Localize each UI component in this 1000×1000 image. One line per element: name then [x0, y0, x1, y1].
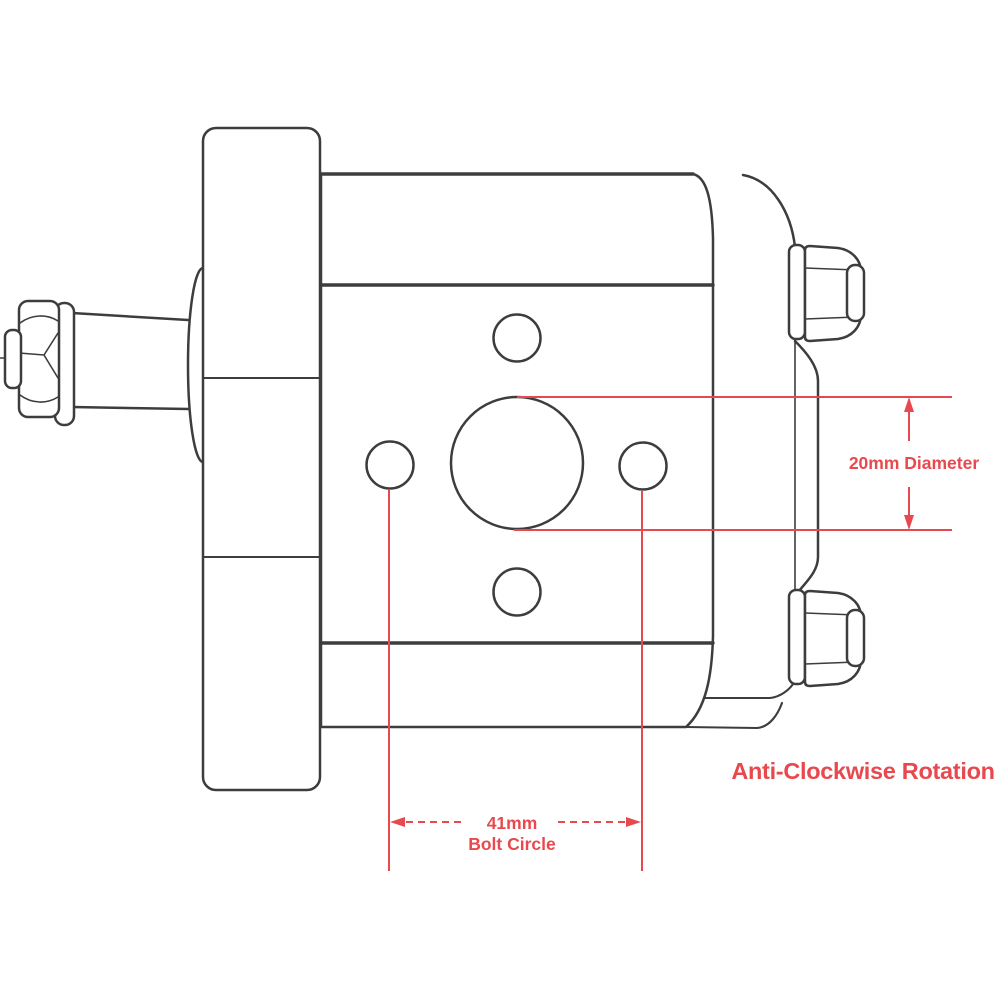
bolt-circle-label-caption: Bolt Circle	[468, 834, 556, 854]
bottom-bolt-washer	[787, 588, 807, 686]
dimension-bolt-circle: 41mm Bolt Circle	[388, 489, 643, 871]
bottom-through-bolt	[787, 588, 866, 688]
shaft-boss-arc	[186, 266, 205, 464]
bolt-hole-left	[365, 440, 415, 490]
cover-bottom-fillet	[684, 701, 784, 730]
bolt-hole-right	[618, 441, 668, 491]
dimension-port-diameter: 20mm Diameter	[514, 396, 980, 531]
mounting-flange	[201, 126, 322, 792]
rotation-direction-label: Anti-Clockwise Rotation	[731, 758, 994, 784]
cover-top-corner	[741, 173, 797, 249]
arrowhead-up	[904, 397, 914, 412]
shaft-taper-top	[70, 311, 190, 322]
bolt-hole-bottom	[492, 567, 542, 617]
bolt-hole-top	[492, 313, 542, 363]
bolt-circle-label-value: 41mm	[487, 813, 538, 833]
top-through-bolt	[787, 243, 866, 343]
port-diameter-label: 20mm Diameter	[849, 453, 980, 473]
port-face	[365, 313, 668, 617]
drive-shaft-assembly	[0, 266, 205, 464]
shaft-hex-nut	[0, 299, 61, 419]
arrowhead-down	[904, 515, 914, 530]
arrowhead-right	[626, 817, 641, 827]
cover-right-edge-outer	[793, 339, 820, 593]
top-bolt-washer	[787, 243, 807, 341]
bottom-bolt-end-cap	[845, 608, 866, 668]
top-bolt-end-cap	[845, 263, 866, 323]
shaft-taper-bottom	[70, 405, 191, 411]
arrowhead-left	[390, 817, 405, 827]
center-port-circle	[449, 395, 585, 531]
nut-end-cap	[3, 328, 23, 390]
